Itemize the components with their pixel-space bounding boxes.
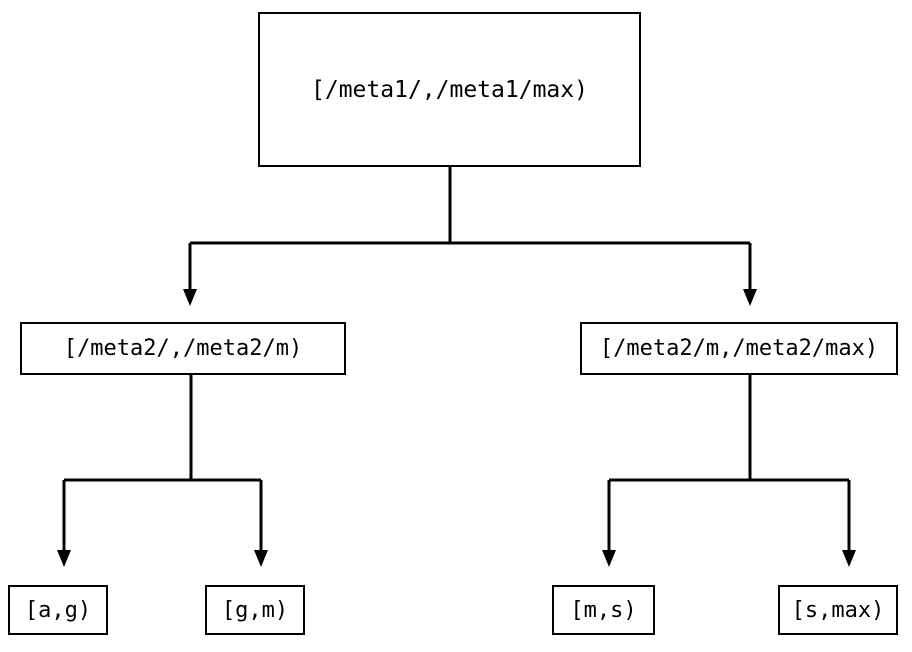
node-meta2-low-label: [/meta2/,/meta2/m): [63, 336, 303, 361]
node-leaf-smax-label: [s,max): [791, 597, 885, 623]
node-leaf-smax[interactable]: [s,max): [778, 585, 898, 635]
arrowhead-meta2-high-to-leaf-ms: [602, 550, 616, 567]
node-leaf-gm-label: [g,m): [221, 597, 289, 623]
edge-meta2-low-to-leaves: [62, 375, 263, 551]
node-meta2-high-label: [/meta2/m,/meta2/max): [599, 336, 879, 361]
node-meta2-high[interactable]: [/meta2/m,/meta2/max): [580, 322, 898, 375]
arrowhead-meta2-low-to-leaf-ag: [57, 550, 71, 567]
node-leaf-ag[interactable]: [a,g): [8, 585, 108, 635]
node-leaf-ag-label: [a,g): [24, 597, 92, 623]
node-meta2-low[interactable]: [/meta2/,/meta2/m): [20, 322, 346, 375]
arrowhead-root-to-meta2-low: [183, 289, 197, 306]
edge-meta2-high-to-leaves: [607, 375, 851, 551]
node-leaf-ms[interactable]: [m,s): [552, 585, 655, 635]
node-root[interactable]: [/meta1/,/meta1/max): [258, 12, 641, 167]
node-root-label: [/meta1/,/meta1/max): [311, 76, 588, 103]
node-leaf-ms-label: [m,s): [570, 597, 637, 623]
arrowhead-meta2-low-to-leaf-gm: [254, 550, 268, 567]
edge-root-to-meta2-low: [188, 167, 750, 290]
arrowhead-meta2-high-to-leaf-smax: [842, 550, 856, 567]
arrowhead-root-to-meta2-high: [743, 289, 757, 306]
node-leaf-gm[interactable]: [g,m): [205, 585, 305, 635]
